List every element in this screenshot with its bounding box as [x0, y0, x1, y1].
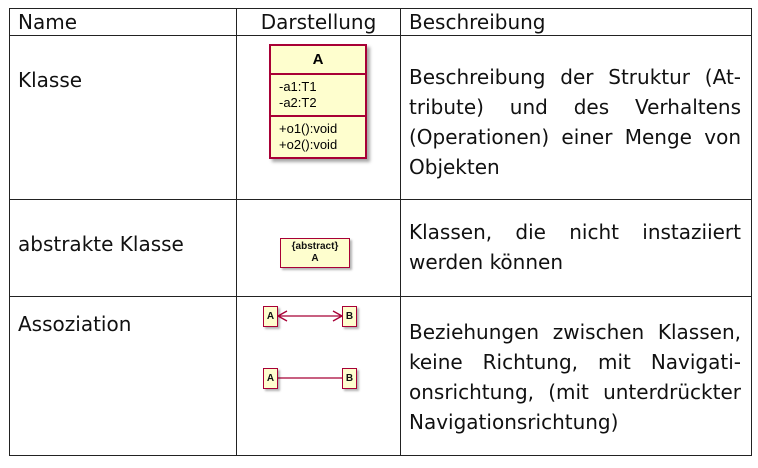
uml-class-right: B [342, 368, 357, 389]
description-line: tribute) und des Verhaltens [409, 95, 741, 119]
cell-representation: A -a1:T1 -a2:T2 +o1():void +o2():void [236, 35, 401, 200]
uml-stereotype: {abstract} [291, 241, 339, 252]
row-name-association: Assoziation [18, 312, 132, 336]
table-row-class: Klasse A -a1:T1 -a2:T2 +o1():void +o2():… [9, 35, 752, 200]
table-row-abstract-class: abstrakte Klasse {abstract} A Klassen, d… [9, 199, 752, 297]
header-name: Name [9, 8, 237, 36]
table-row-association: Assoziation A B A B Beziehungen zwischen… [9, 296, 752, 456]
row-name-class: Klasse [18, 68, 83, 92]
uml-class-name: A [311, 253, 319, 264]
description-line: Beschreibung der Struktur (At- [409, 65, 741, 89]
cell-description: Klassen, die nicht instaziiert werden kö… [400, 199, 752, 297]
cell-description: Beziehungen zwischen Klassen, keine Rich… [400, 296, 752, 456]
association-lines-icon [277, 310, 343, 379]
uml-class-left: A [263, 306, 278, 327]
uml-operation: +o1():void [279, 121, 338, 136]
cell-name: Assoziation [9, 296, 237, 456]
description-line: Klassen, die nicht instaziiert [409, 220, 741, 244]
header-row: Name Darstellung Beschreibung [9, 8, 752, 36]
uml-notation-table: Name Darstellung Beschreibung Klasse A -… [9, 8, 752, 456]
uml-class-left: A [263, 368, 278, 389]
uml-class-name: A [271, 46, 365, 75]
uml-abstract-class-diagram: {abstract} A [280, 238, 350, 268]
description-line: (Operationen) einer Menge von [409, 125, 741, 149]
row-description-abstract-class: Klassen, die nicht instaziiert werden kö… [401, 200, 751, 277]
description-line: Objekten [409, 155, 500, 179]
uml-operations: +o1():void +o2():void [271, 117, 365, 157]
description-line: Beziehungen zwischen Klassen, [409, 320, 741, 344]
row-description-class: Beschreibung der Struktur (At- tribute) … [401, 36, 751, 182]
cell-representation: {abstract} A [236, 199, 401, 297]
cell-representation: A B A B [236, 296, 401, 456]
description-line: werden können [409, 250, 564, 274]
uml-attribute: -a1:T1 [279, 79, 317, 94]
description-line: onsrichtung, (mit unterdrückter [409, 380, 741, 404]
header-description: Beschreibung [400, 8, 752, 36]
header-representation: Darstellung [236, 8, 401, 36]
description-line: keine Richtung, mit Navigati- [409, 350, 741, 374]
row-name-abstract-class: abstrakte Klasse [18, 232, 184, 256]
cell-name: Klasse [9, 35, 237, 200]
description-line: Navigationsrichtung) [409, 410, 619, 434]
uml-operation: +o2():void [279, 137, 338, 152]
cell-name: abstrakte Klasse [9, 199, 237, 297]
cell-description: Beschreibung der Struktur (At- tribute) … [400, 35, 752, 200]
row-description-association: Beziehungen zwischen Klassen, keine Rich… [401, 297, 751, 437]
uml-class-diagram: A -a1:T1 -a2:T2 +o1():void +o2():void [269, 44, 367, 159]
uml-class-right: B [342, 306, 357, 327]
uml-attribute: -a2:T2 [279, 95, 317, 110]
uml-attributes: -a1:T1 -a2:T2 [271, 75, 365, 117]
